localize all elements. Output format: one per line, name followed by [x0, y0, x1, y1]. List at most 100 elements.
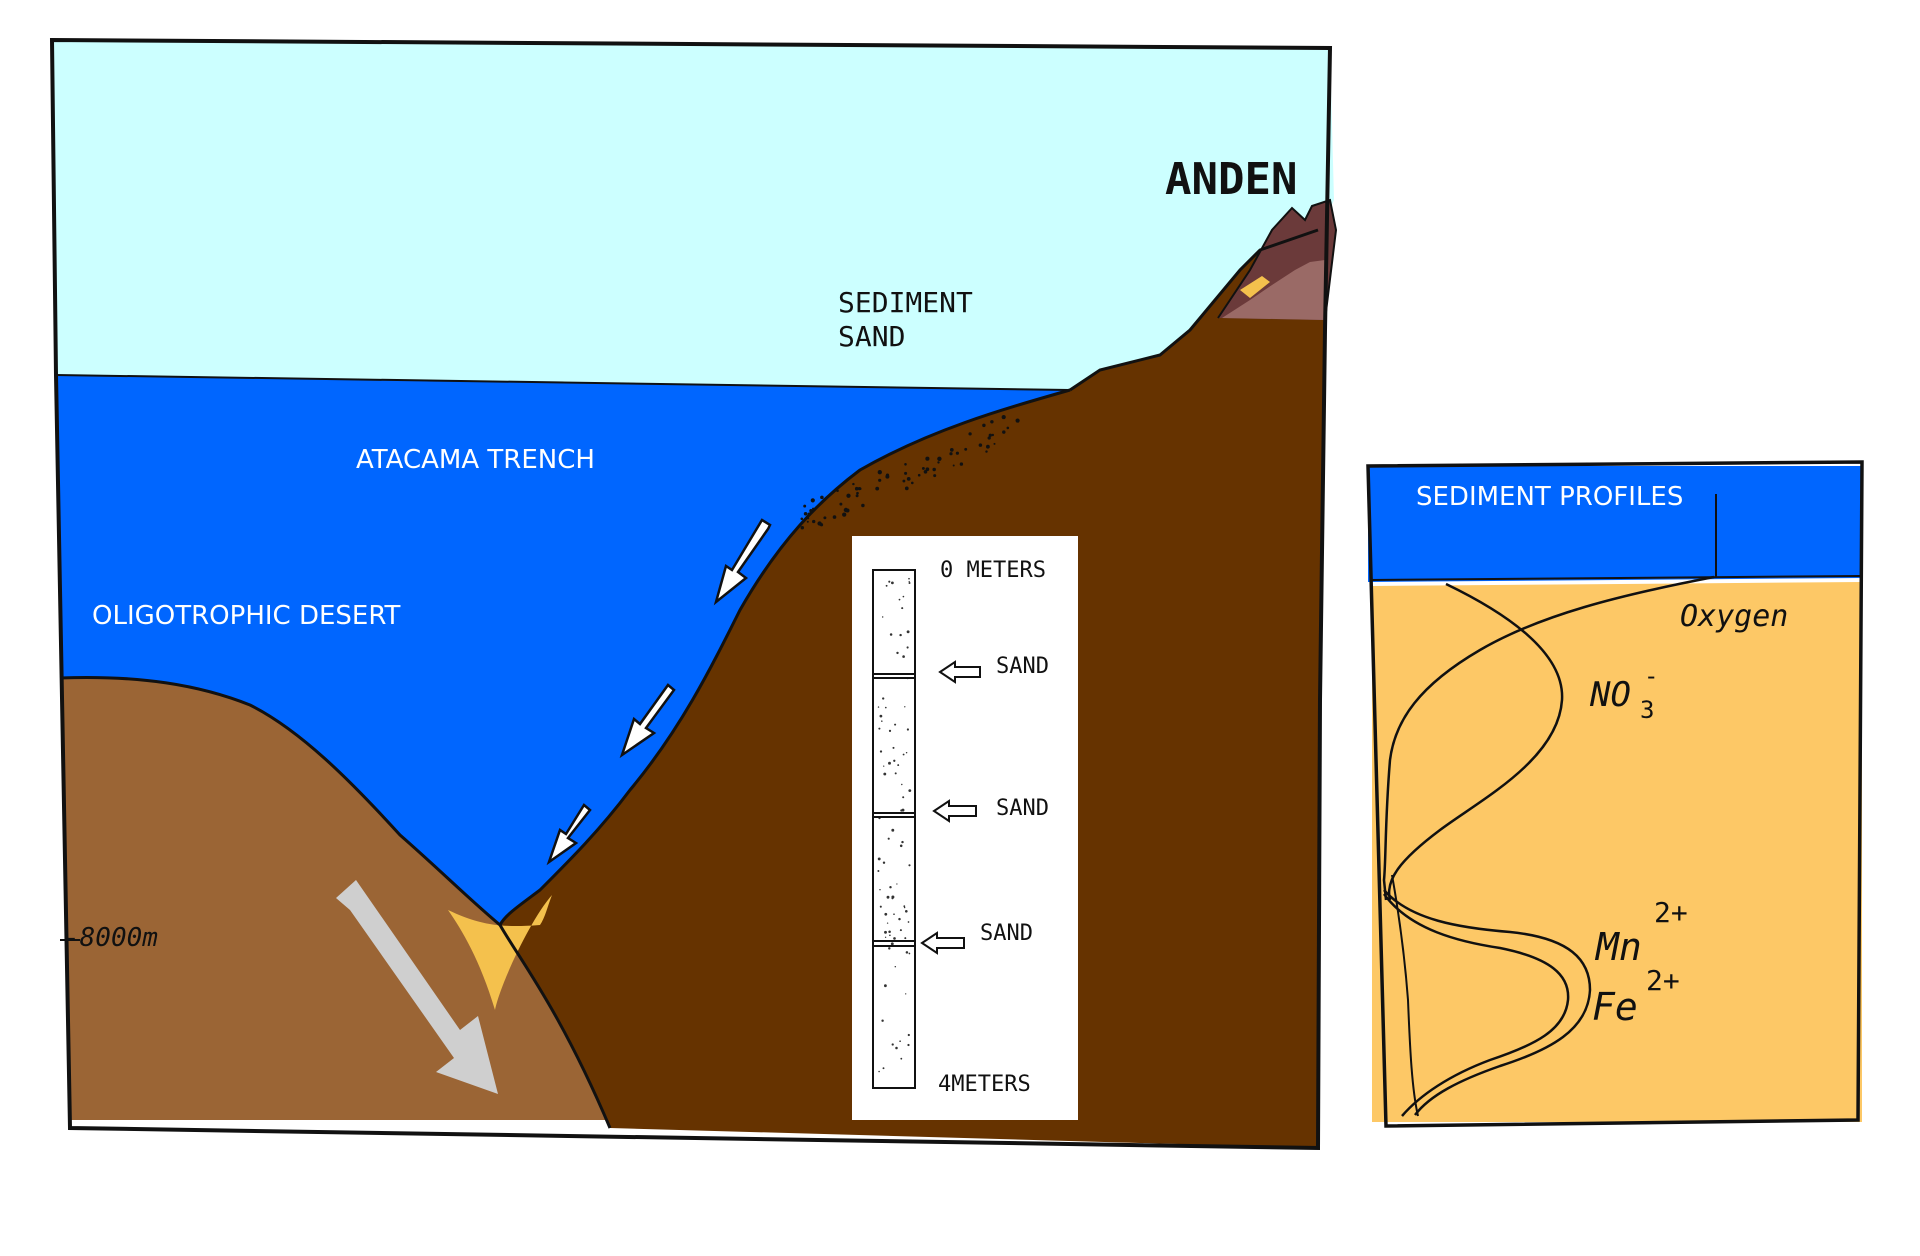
oxygen-label: Oxygen	[1680, 599, 1788, 634]
sediment-particle	[852, 483, 854, 485]
core-speckle	[881, 1019, 883, 1021]
sediment-particle	[922, 467, 925, 470]
sediment-particle	[856, 492, 859, 495]
sediment-particle	[846, 494, 850, 498]
core-speckle	[891, 897, 893, 899]
svg-text:Fe: Fe	[1592, 985, 1638, 1029]
core-speckle	[905, 910, 908, 913]
sediment-particle	[801, 518, 804, 521]
sediment-particle	[811, 498, 815, 502]
svg-text:2+: 2+	[1646, 964, 1680, 997]
profiles-sediment-layer	[1372, 582, 1862, 1122]
core-speckle	[880, 715, 883, 718]
sediment-particle	[937, 461, 939, 463]
sediment-particle	[904, 463, 907, 466]
core-speckle	[878, 1071, 880, 1073]
core-speckle	[877, 870, 879, 872]
profiles-title: SEDIMENT PROFILES	[1416, 482, 1683, 512]
desert-label: OLIGOTROPHIC DESERT	[92, 601, 401, 631]
sediment-particle	[988, 436, 991, 439]
core-speckle	[893, 913, 895, 915]
core-speckle	[906, 752, 907, 753]
core-speckle	[886, 585, 888, 587]
sediment-particle	[960, 462, 963, 465]
core-speckle	[903, 905, 905, 907]
sediment-particle	[964, 448, 967, 451]
core-sand-label: SAND	[980, 921, 1033, 946]
sediment-particle	[992, 434, 994, 436]
sediment-particle	[956, 452, 959, 455]
core-speckle	[885, 707, 887, 709]
core-speckle	[905, 993, 906, 994]
sediment-particle	[953, 464, 955, 466]
svg-text:NO: NO	[1589, 675, 1631, 715]
core-speckle	[901, 607, 903, 609]
sediment-particle	[918, 474, 921, 477]
core-speckle	[900, 929, 902, 931]
sediment-particle	[844, 508, 848, 512]
core-speckle	[891, 582, 894, 585]
core-speckle	[908, 921, 910, 923]
sediment-particle	[808, 512, 811, 515]
core-speckle	[892, 747, 894, 749]
sediment-particle	[924, 470, 928, 474]
core-speckle	[890, 633, 893, 636]
sediment-particle	[861, 504, 864, 507]
core-speckle	[904, 706, 905, 707]
svg-text:2+: 2+	[1654, 896, 1688, 929]
core-speckle	[904, 937, 906, 939]
core-speckle	[908, 864, 910, 866]
sediment-particle	[855, 487, 859, 491]
core-speckle	[894, 724, 896, 726]
core-speckle	[899, 599, 901, 601]
sediment-particle	[950, 448, 954, 452]
core-speckle	[902, 655, 905, 658]
core-speckle	[878, 728, 880, 730]
sediment-particle	[812, 520, 815, 523]
core-speckle	[903, 596, 905, 598]
core-speckle	[895, 772, 897, 774]
sediment-particle	[1007, 427, 1010, 430]
sediment-particle	[823, 516, 826, 519]
core-speckle	[891, 942, 894, 945]
svg-text:3: 3	[1640, 696, 1654, 724]
core-speckle	[898, 918, 900, 920]
sediment-particle	[885, 475, 889, 479]
sediment-particle	[925, 457, 929, 461]
sediment-particle	[836, 489, 839, 492]
core-speckle	[878, 857, 881, 860]
core-speckle	[883, 765, 884, 766]
core-speckle	[909, 582, 911, 584]
core-speckle	[888, 581, 890, 583]
core-speckle	[907, 630, 910, 633]
sediment-particle	[933, 474, 936, 477]
sediment-label-line2: SAND	[838, 320, 905, 353]
sky-area	[52, 40, 1334, 390]
svg-text:Mn: Mn	[1594, 925, 1642, 969]
sediment-particle	[937, 457, 941, 461]
sediment-particle	[979, 443, 983, 447]
core-speckle	[887, 922, 888, 923]
core-speckle	[880, 906, 882, 908]
sediment-particle	[875, 487, 879, 491]
sediment-particle	[807, 517, 809, 519]
sediment-particle	[932, 468, 935, 471]
core-speckle	[888, 762, 891, 765]
sediment-particle	[842, 512, 846, 516]
core-speckle	[899, 634, 901, 636]
sediment-particle	[817, 521, 821, 525]
sediment-particle	[905, 487, 909, 491]
sediment-particle	[856, 494, 859, 497]
core-speckle	[901, 841, 903, 843]
core-speckle	[888, 947, 890, 949]
core-speckle	[878, 706, 879, 707]
core-speckle	[906, 951, 909, 954]
core-speckle	[908, 1034, 910, 1036]
sediment-particle	[985, 450, 987, 452]
core-speckle	[896, 652, 898, 654]
core-speckle	[900, 845, 903, 848]
sediment-particle	[859, 487, 862, 490]
trench-label: ATACAMA TRENCH	[356, 445, 595, 475]
core-speckle	[885, 937, 886, 938]
